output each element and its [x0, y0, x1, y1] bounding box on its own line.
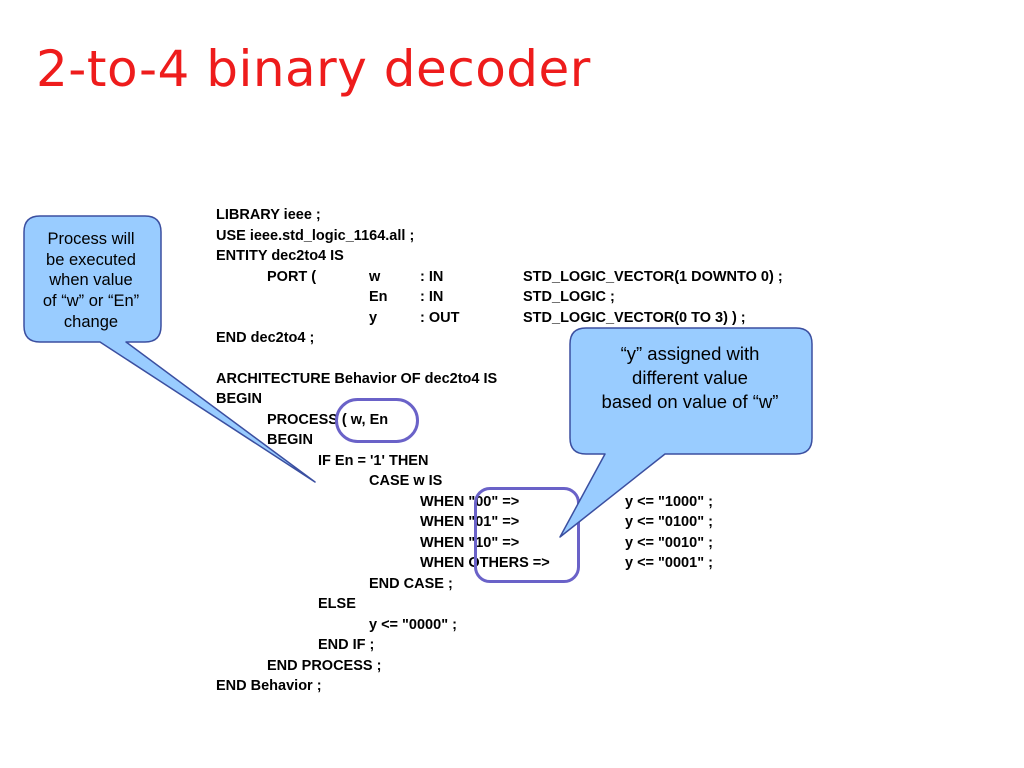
code-line-library: LIBRARY ieee ;	[216, 207, 321, 223]
when-values-highlight	[474, 487, 580, 583]
callout-line: based on value of “w”	[601, 391, 779, 413]
callout-line: Process will	[47, 230, 135, 248]
slide-title: 2-to-4 binary decoder	[36, 40, 591, 98]
code-line-process-begin: BEGIN	[267, 432, 313, 448]
port-name: w	[369, 269, 381, 285]
port-mode: : IN	[420, 269, 444, 285]
callout-line: change	[63, 312, 119, 331]
left-callout-text: Process will be executed when value of “…	[23, 229, 159, 332]
code-line-use: USE ieee.std_logic_1164.all ;	[216, 228, 415, 244]
when-clause: WHEN OTHERS =>	[420, 555, 550, 571]
right-callout-bubble	[559, 327, 813, 538]
port-type: STD_LOGIC ;	[523, 289, 615, 305]
code-line-end-behavior: END Behavior ;	[216, 678, 322, 694]
code-line-else: ELSE	[318, 596, 356, 612]
code-line-architecture: ARCHITECTURE Behavior OF dec2to4 IS	[216, 371, 498, 387]
left-callout-bubble	[23, 215, 316, 483]
port-name: y	[369, 310, 378, 326]
callout-line: different value	[632, 367, 748, 389]
right-callout-text: “y” assigned with different value based …	[572, 342, 808, 414]
code-line-entity: ENTITY dec2to4 IS	[216, 248, 344, 264]
callout-line: “y” assigned with	[620, 343, 760, 364]
port-name: En	[369, 289, 388, 305]
code-port-keyword: PORT (	[267, 269, 317, 285]
callout-line: of “w” or “En”	[42, 291, 140, 310]
code-line-end-if: END IF ;	[318, 637, 375, 653]
port-mode: : OUT	[420, 310, 460, 326]
code-line-if: IF En = '1' THEN	[318, 453, 429, 469]
process-sensitivity-highlight	[335, 398, 419, 443]
when-assignment: y <= "1000" ;	[625, 494, 713, 510]
callout-line: be executed	[46, 250, 136, 269]
code-line-case: CASE w IS	[369, 473, 443, 489]
code-line-else-assign: y <= "0000" ;	[369, 617, 457, 633]
code-line-begin: BEGIN	[216, 391, 262, 407]
when-assignment: y <= "0010" ;	[625, 535, 713, 551]
callout-line: when value	[49, 271, 133, 290]
code-line-end-entity: END dec2to4 ;	[216, 330, 315, 346]
when-assignment: y <= "0001" ;	[625, 555, 713, 571]
port-type: STD_LOGIC_VECTOR(0 TO 3) ) ;	[523, 310, 746, 326]
code-line-end-case: END CASE ;	[369, 576, 453, 592]
when-assignment: y <= "0100" ;	[625, 514, 713, 530]
code-line-end-process: END PROCESS ;	[267, 658, 382, 674]
port-type: STD_LOGIC_VECTOR(1 DOWNTO 0) ;	[523, 269, 783, 285]
port-mode: : IN	[420, 289, 444, 305]
